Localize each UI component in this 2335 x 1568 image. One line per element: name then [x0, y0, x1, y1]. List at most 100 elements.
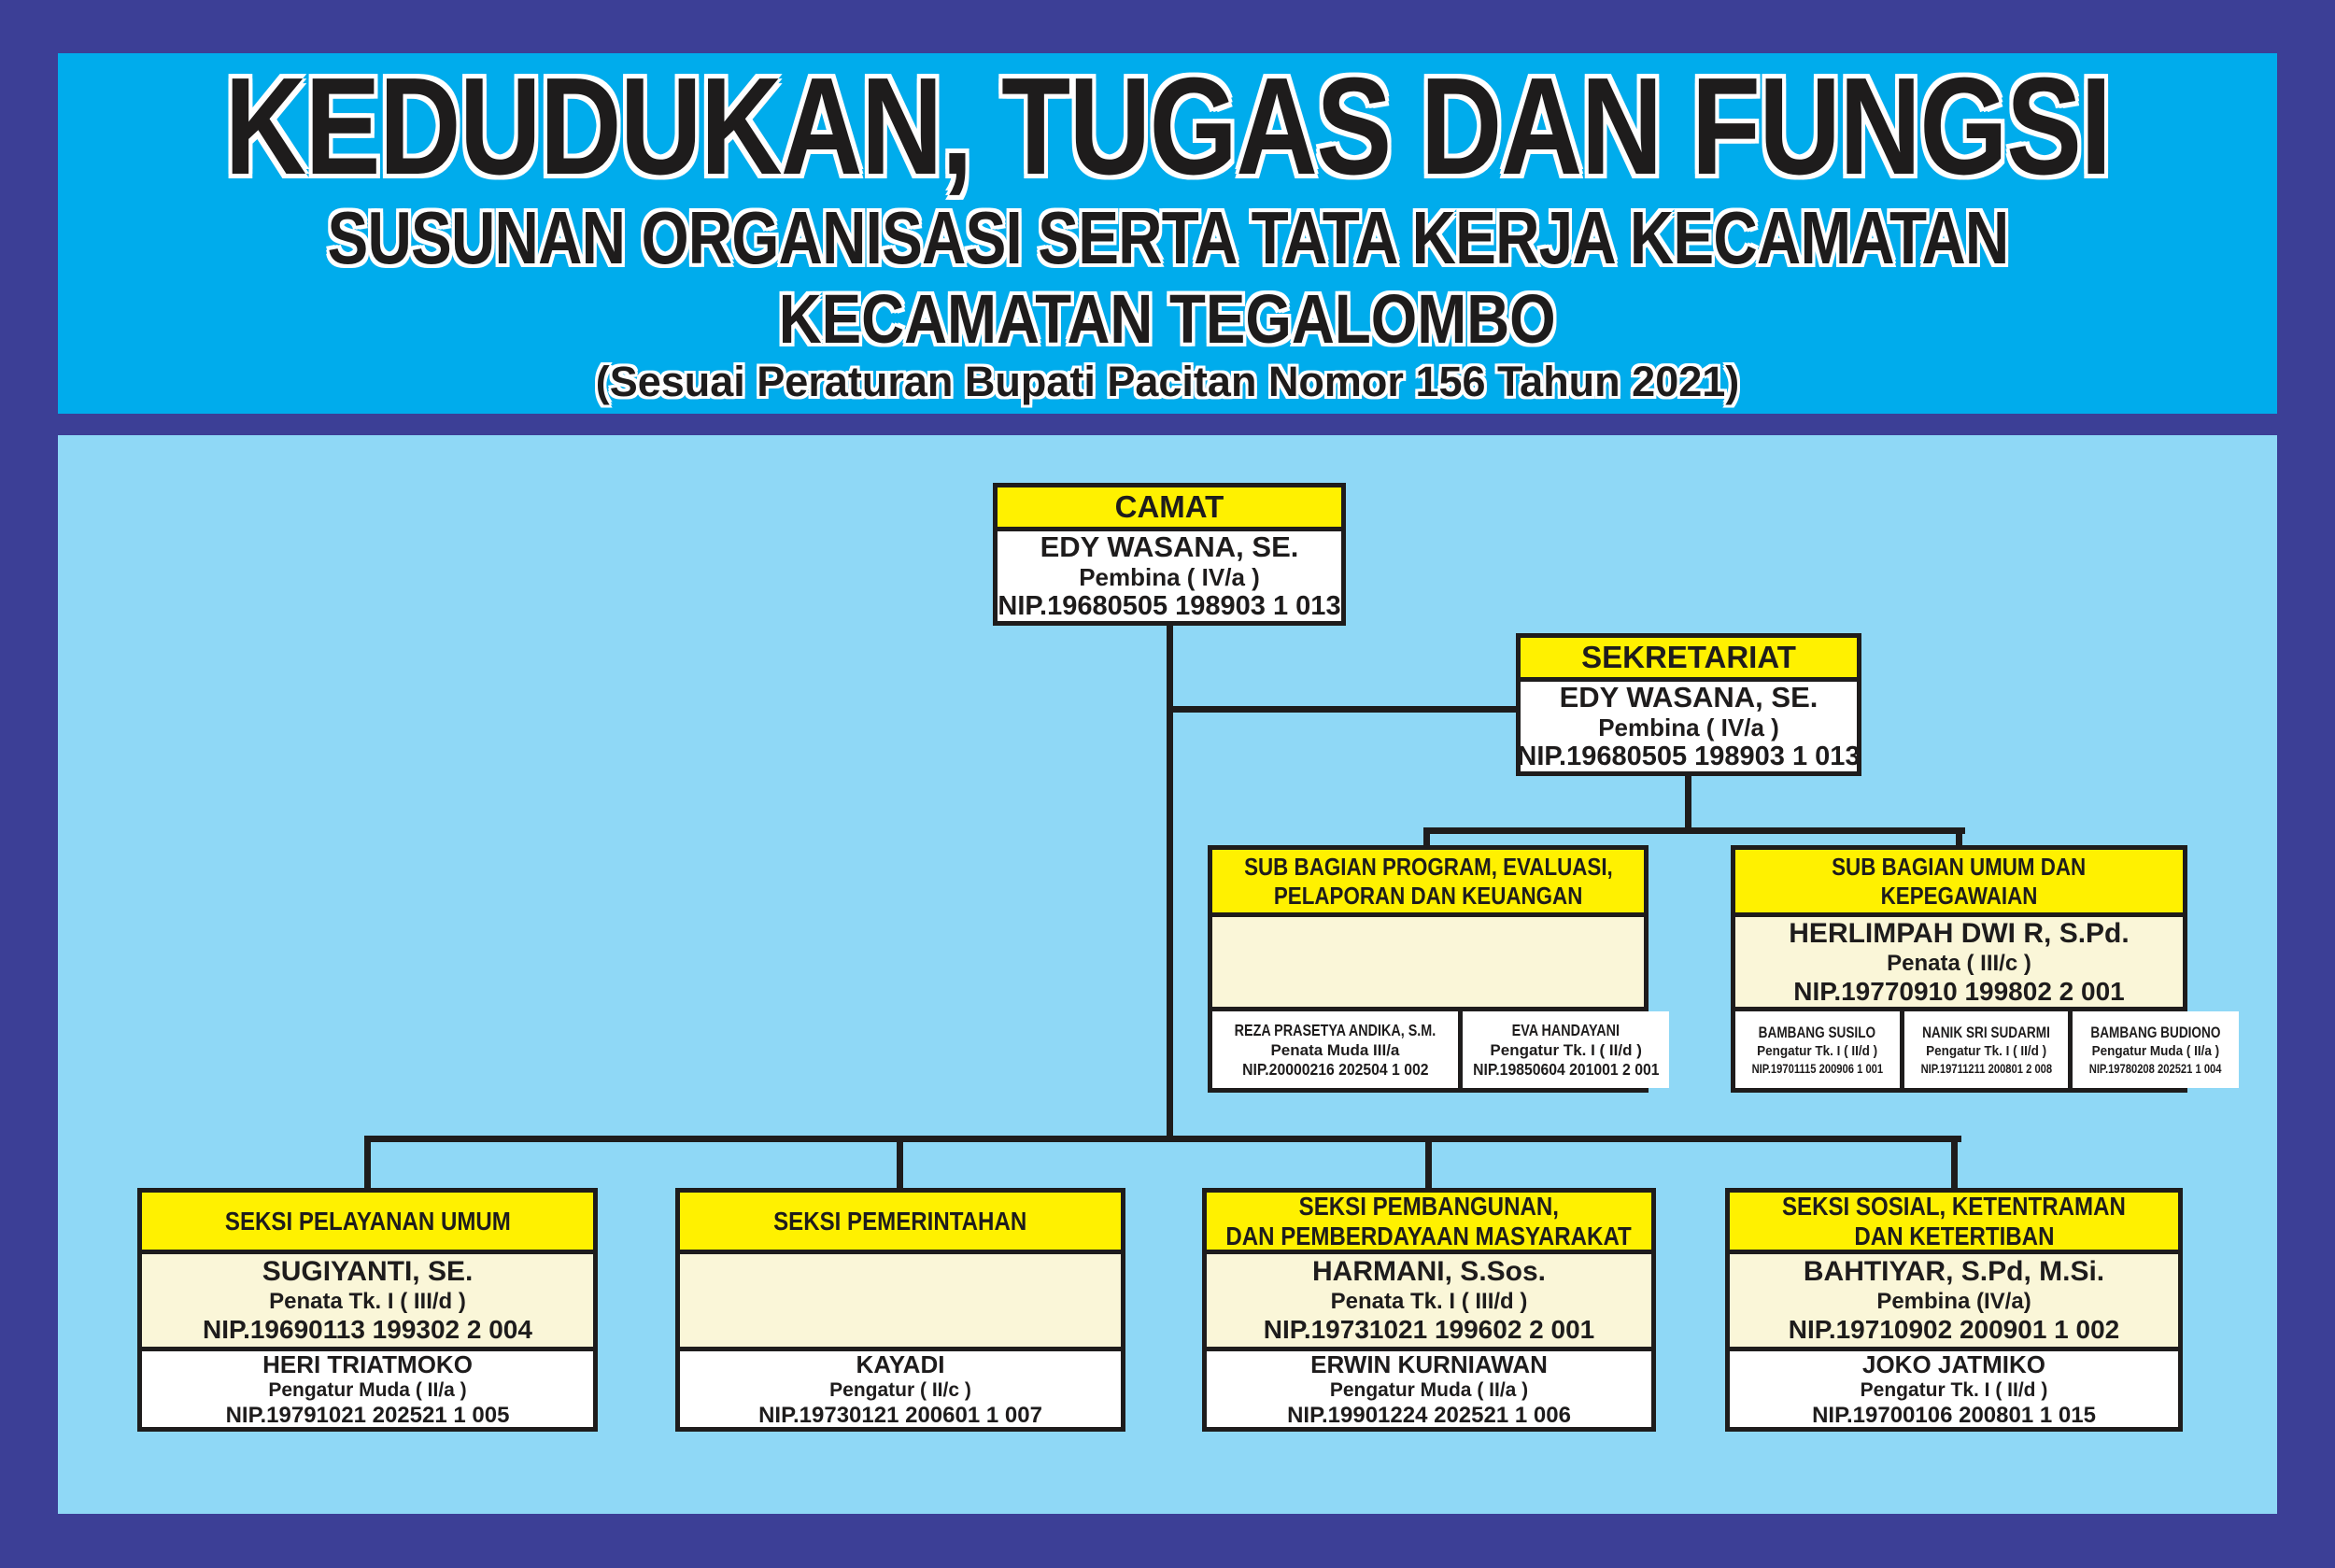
- node-title: SEKRETARIAT: [1581, 640, 1796, 674]
- node-title-line2: PELAPORAN DAN KEUANGAN: [1273, 881, 1583, 910]
- node-camat-header: CAMAT: [998, 487, 1341, 531]
- person-name: BAHTIYAR, S.Pd, M.Si.: [1803, 1256, 2105, 1287]
- connector-camat-sekretariat: [1169, 706, 1520, 713]
- node-title-line2: DAN PEMBERDAYAAN MASYARAKAT: [1225, 1221, 1633, 1250]
- node-seksi-sosial: SEKSI SOSIAL, KETENTRAMAN DAN KETERTIBAN…: [1725, 1188, 2183, 1432]
- person-nip: NIP.19850604 201001 2 001: [1472, 1059, 1660, 1079]
- person-name: NANIK SRI SUDARMI: [1922, 1024, 2050, 1041]
- person-name: SUGIYANTI, SE.: [262, 1256, 474, 1287]
- person-nip: NIP.19711211 200801 2 008: [1920, 1061, 2052, 1076]
- person-nip: NIP.19770910 199802 2 001: [1793, 976, 2125, 1006]
- person-nip: NIP.19730121 200601 1 007: [758, 1402, 1042, 1428]
- staff-cell: EVA HANDAYANI Pengatur Tk. I ( II/d ) NI…: [1457, 1011, 1670, 1088]
- person-name: EDY WASANA, SE.: [1040, 530, 1299, 563]
- banner-title: KEDUDUKAN, TUGAS DAN FUNGSI: [224, 49, 2112, 204]
- node-seksi-pemerintahan-body: [680, 1254, 1121, 1347]
- node-seksi-pembangunan-header: SEKSI PEMBANGUNAN, DAN PEMBERDAYAAN MASY…: [1207, 1191, 1651, 1254]
- banner: KEDUDUKAN, TUGAS DAN FUNGSI SUSUNAN ORGA…: [58, 53, 2277, 414]
- person-nip: NIP.19791021 202521 1 005: [225, 1402, 510, 1428]
- node-seksi-pelayanan-umum-header: SEKSI PELAYANAN UMUM: [142, 1193, 593, 1254]
- person-nip: NIP.19710902 200901 1 002: [1788, 1315, 2120, 1344]
- node-seksi-pelayanan-umum-body: SUGIYANTI, SE. Penata Tk. I ( III/d ) NI…: [142, 1254, 593, 1347]
- person-name: REZA PRASETYA ANDIKA, S.M.: [1234, 1020, 1436, 1039]
- node-sub-bagian-program: SUB BAGIAN PROGRAM, EVALUASI, PELAPORAN …: [1208, 845, 1670, 1093]
- node-title-line2: KEPEGAWAIAN: [1880, 881, 2038, 910]
- person-rank: Pengatur Muda ( II/a ): [268, 1378, 467, 1401]
- person-nip: NIP.19901224 202521 1 006: [1287, 1402, 1571, 1428]
- person-rank: Pengatur Tk. I ( II/d ): [1860, 1378, 2048, 1401]
- node-seksi-pembangunan-body: HARMANI, S.Sos. Penata Tk. I ( III/d ) N…: [1207, 1254, 1651, 1347]
- person-name: ERWIN KURNIAWAN: [1310, 1349, 1548, 1378]
- node-sekretariat-header: SEKRETARIAT: [1521, 638, 1857, 682]
- person-nip: NIP.19780208 202521 1 004: [2089, 1061, 2222, 1076]
- person-rank: Pengatur Tk. I ( II/d ): [1757, 1043, 1878, 1059]
- node-camat: CAMAT EDY WASANA, SE. Pembina ( IV/a ) N…: [993, 483, 1346, 626]
- node-title-line1: SEKSI PEMERINTAHAN: [773, 1206, 1027, 1236]
- node-sub-bagian-umum: SUB BAGIAN UMUM DAN KEPEGAWAIAN HERLIMPA…: [1731, 845, 2239, 1093]
- node-sub-bagian-program-staff-row: REZA PRASETYA ANDIKA, S.M. Penata Muda I…: [1212, 1007, 1670, 1088]
- person-rank: Pembina ( IV/a ): [1598, 713, 1779, 742]
- node-seksi-sosial-header: SEKSI SOSIAL, KETENTRAMAN DAN KETERTIBAN: [1730, 1191, 2178, 1254]
- node-title-line1: SEKSI PEMBANGUNAN,: [1298, 1191, 1560, 1221]
- staff-cell: NANIK SRI SUDARMI Pengatur Tk. I ( II/d …: [1899, 1011, 2069, 1088]
- person-nip: NIP.19690113 199302 2 004: [203, 1315, 532, 1344]
- node-title-line1: SEKSI SOSIAL, KETENTRAMAN: [1782, 1191, 2126, 1221]
- person-rank: Pengatur Muda ( II/a ): [2091, 1043, 2220, 1059]
- node-seksi-pemerintahan-header: SEKSI PEMERINTAHAN: [680, 1193, 1121, 1254]
- person-rank: Pengatur Tk. I ( II/d ): [1926, 1043, 2047, 1059]
- connector-subbagian-stub-left: [1423, 831, 1430, 850]
- node-seksi-pembangunan: SEKSI PEMBANGUNAN, DAN PEMBERDAYAAN MASY…: [1202, 1188, 1656, 1432]
- staff-cell: REZA PRASETYA ANDIKA, S.M. Penata Muda I…: [1212, 1011, 1458, 1088]
- node-seksi-sosial-body: BAHTIYAR, S.Pd, M.Si. Pembina (IV/a) NIP…: [1730, 1254, 2178, 1347]
- connector-camat-vertical: [1167, 617, 1173, 1142]
- org-chart: CAMAT EDY WASANA, SE. Pembina ( IV/a ) N…: [58, 435, 2277, 1514]
- person-rank: Pengatur Muda ( II/a ): [1329, 1378, 1529, 1401]
- connector-seksi-stub-1: [364, 1139, 371, 1191]
- node-seksi-pemerintahan: SEKSI PEMERINTAHAN KAYADI Pengatur ( II/…: [675, 1188, 1125, 1432]
- person-rank: Penata Tk. I ( III/d ): [1330, 1289, 1528, 1314]
- person-name: HERLIMPAH DWI R, S.Pd.: [1789, 917, 2130, 949]
- node-sekretariat-body: EDY WASANA, SE. Pembina ( IV/a ) NIP.196…: [1517, 680, 1861, 771]
- node-sekretariat: SEKRETARIAT EDY WASANA, SE. Pembina ( IV…: [1516, 633, 1861, 776]
- node-title-line1: SUB BAGIAN UMUM DAN: [1832, 852, 2087, 881]
- banner-subtitle: SUSUNAN ORGANISASI SERTA TATA KERJA KECA…: [327, 196, 2009, 279]
- node-title-line1: SEKSI PELAYANAN UMUM: [224, 1206, 511, 1236]
- node-seksi-pemerintahan-staff: KAYADI Pengatur ( II/c ) NIP.19730121 20…: [680, 1347, 1121, 1428]
- node-seksi-sosial-staff: JOKO JATMIKO Pengatur Tk. I ( II/d ) NIP…: [1730, 1347, 2178, 1428]
- person-nip: NIP.19731021 199602 2 001: [1263, 1315, 1595, 1344]
- connector-seksi-stub-2: [897, 1139, 903, 1191]
- node-seksi-pelayanan-umum: SEKSI PELAYANAN UMUM SUGIYANTI, SE. Pena…: [137, 1188, 598, 1432]
- node-title: CAMAT: [1114, 489, 1224, 524]
- person-rank: Pembina (IV/a): [1876, 1289, 2031, 1314]
- person-rank: Pembina ( IV/a ): [1079, 562, 1260, 591]
- person-name: BAMBANG SUSILO: [1759, 1024, 1876, 1041]
- node-sub-bagian-program-header: SUB BAGIAN PROGRAM, EVALUASI, PELAPORAN …: [1212, 850, 1644, 917]
- node-title-line1: SUB BAGIAN PROGRAM, EVALUASI,: [1243, 852, 1613, 881]
- person-nip: NIP.19701115 200906 1 001: [1751, 1061, 1884, 1076]
- connector-subbagian-horizontal: [1423, 827, 1965, 834]
- person-name: EDY WASANA, SE.: [1559, 680, 1818, 713]
- person-name: JOKO JATMIKO: [1862, 1349, 2045, 1378]
- node-seksi-pelayanan-umum-staff: HERI TRIATMOKO Pengatur Muda ( II/a ) NI…: [142, 1347, 593, 1428]
- node-sub-bagian-program-body: [1212, 917, 1644, 1007]
- person-rank: Penata Muda III/a: [1270, 1040, 1400, 1059]
- node-title-line2: DAN KETERTIBAN: [1853, 1221, 2055, 1250]
- person-rank: Pengatur ( II/c ): [829, 1378, 971, 1401]
- connector-sekretariat-down: [1685, 767, 1691, 834]
- node-seksi-pembangunan-staff: ERWIN KURNIAWAN Pengatur Muda ( II/a ) N…: [1207, 1347, 1651, 1428]
- connector-seksi-stub-4: [1951, 1139, 1958, 1191]
- person-nip: NIP.19680505 198903 1 013: [998, 590, 1341, 621]
- person-name: HERI TRIATMOKO: [262, 1349, 473, 1378]
- banner-subtitle2: KECAMATAN TEGALOMBO: [779, 280, 1556, 358]
- person-name: HARMANI, S.Sos.: [1311, 1256, 1547, 1287]
- node-camat-body: EDY WASANA, SE. Pembina ( IV/a ) NIP.196…: [998, 530, 1341, 621]
- person-nip: NIP.20000216 202504 1 002: [1241, 1059, 1429, 1079]
- connector-seksi-stub-3: [1425, 1139, 1432, 1191]
- connector-subbagian-stub-right: [1956, 831, 1962, 850]
- person-name: EVA HANDAYANI: [1511, 1020, 1620, 1039]
- staff-cell: BAMBANG BUDIONO Pengatur Muda ( II/a ) N…: [2068, 1011, 2239, 1088]
- node-sub-bagian-umum-body: HERLIMPAH DWI R, S.Pd. Penata ( III/c ) …: [1735, 917, 2183, 1007]
- person-rank: Pengatur Tk. I ( II/d ): [1490, 1040, 1642, 1059]
- person-nip: NIP.19700106 200801 1 015: [1812, 1402, 2096, 1428]
